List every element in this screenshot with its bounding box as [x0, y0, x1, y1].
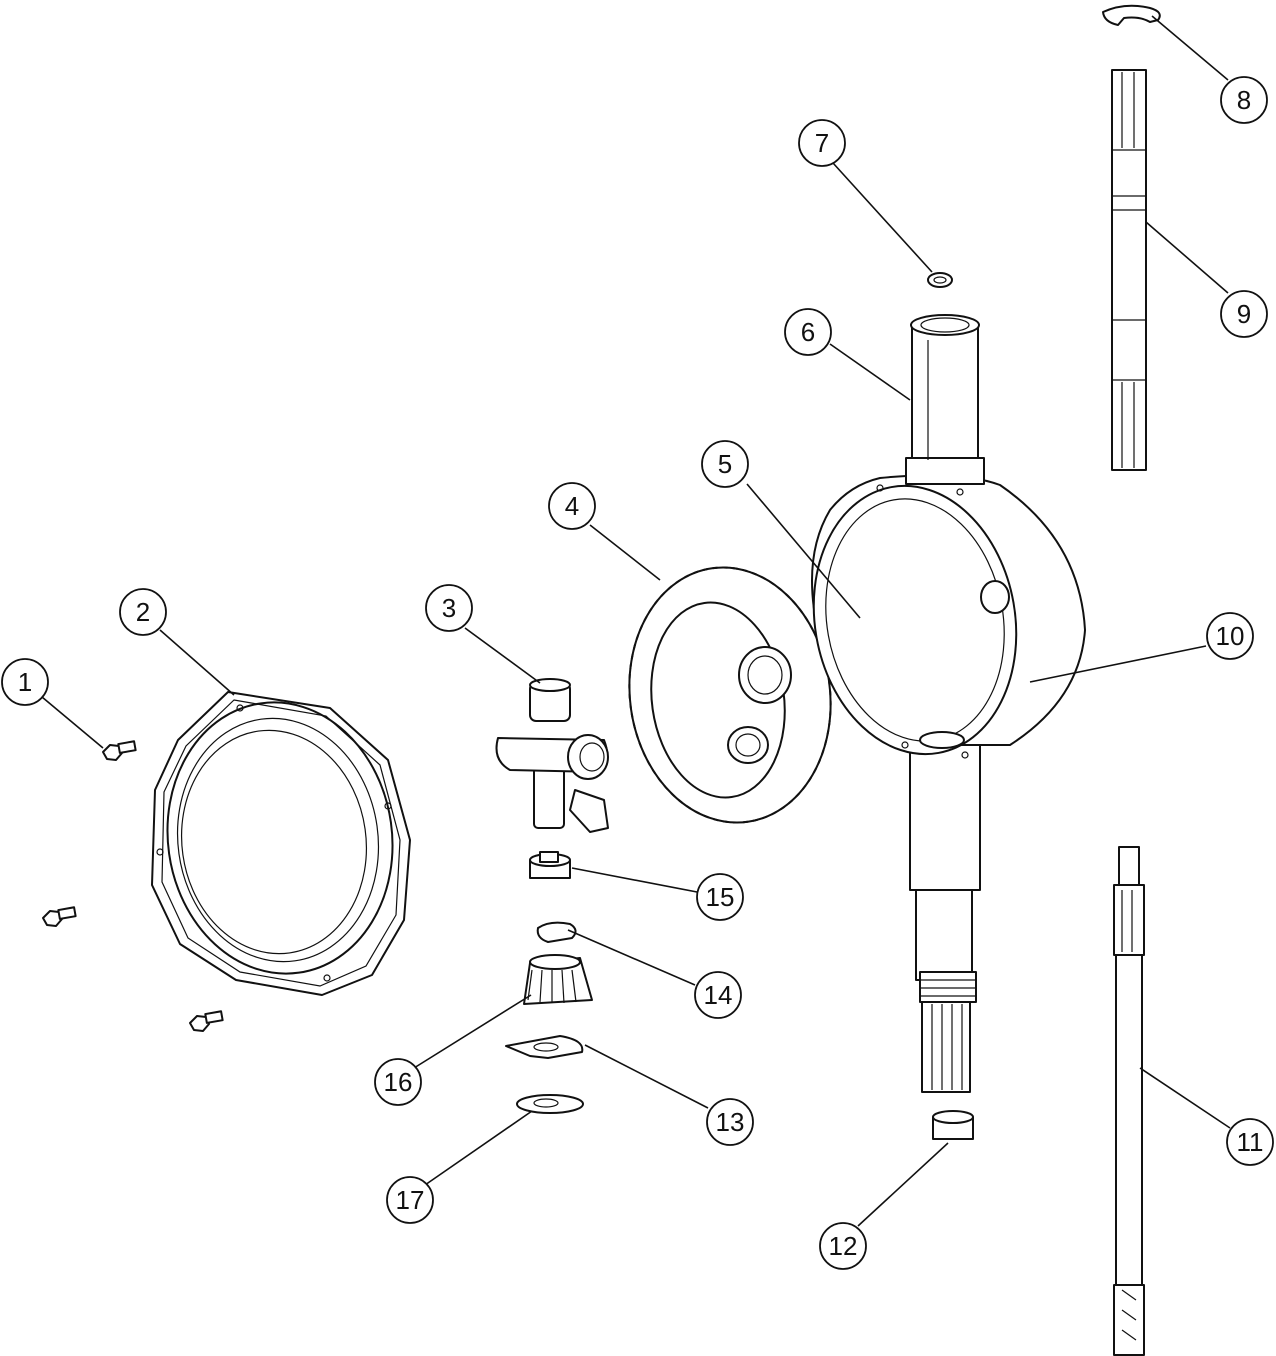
clip-part-14: [536, 921, 577, 943]
leader-lines: [41, 15, 1231, 1227]
callout-12: 12: [819, 1222, 867, 1270]
callout-label-10: 10: [1216, 621, 1245, 651]
callout-9: 9: [1220, 290, 1268, 338]
bolt-part-1: [102, 740, 137, 761]
callout-label-11: 11: [1237, 1127, 1264, 1157]
bushing-part-12: [932, 1110, 974, 1140]
callout-label-13: 13: [716, 1107, 745, 1137]
callout-14: 14: [694, 971, 742, 1019]
shaft-part-11: [1113, 846, 1145, 1356]
callout-label-15: 15: [706, 882, 735, 912]
callout-1: 1: [1, 658, 49, 706]
callout-10: 10: [1206, 612, 1254, 660]
callout-label-16: 16: [384, 1067, 413, 1097]
callout-label-4: 4: [565, 491, 579, 521]
callout-label-2: 2: [136, 597, 150, 627]
axle-housing-part-10: [811, 474, 1086, 1093]
collar-part-15: [529, 851, 571, 879]
callout-17: 17: [386, 1176, 434, 1224]
pinion-gear-part-16: [523, 954, 593, 1005]
callout-8: 8: [1220, 76, 1268, 124]
callout-label-3: 3: [442, 593, 456, 623]
spider-part-3: [495, 678, 609, 833]
callout-label-6: 6: [801, 317, 815, 347]
callout-label-12: 12: [829, 1231, 858, 1261]
cover-plate-part-2: [151, 691, 411, 996]
callout-label-17: 17: [396, 1185, 425, 1215]
shim-part-13: [505, 1035, 584, 1059]
callout-6: 6: [784, 308, 832, 356]
callout-label-7: 7: [815, 128, 829, 158]
callout-7: 7: [798, 119, 846, 167]
washer-part-17: [516, 1094, 584, 1114]
callout-4: 4: [548, 482, 596, 530]
axle-tube-part-6: [905, 314, 985, 485]
callout-13: 13: [706, 1098, 754, 1146]
callout-label-1: 1: [18, 667, 32, 697]
bolt-part-1-c: [189, 1010, 224, 1032]
washer-part-7: [927, 272, 953, 288]
callout-5: 5: [701, 440, 749, 488]
ring-gear-part-4: [628, 566, 832, 824]
callout-label-9: 9: [1237, 299, 1251, 329]
snap-ring-part-8: [1102, 4, 1161, 26]
shaft-part-9: [1111, 69, 1147, 471]
callout-label-5: 5: [718, 449, 732, 479]
callout-16: 16: [374, 1058, 422, 1106]
callout-2: 2: [119, 588, 167, 636]
bolt-part-1-b: [42, 906, 77, 927]
callout-label-8: 8: [1237, 85, 1251, 115]
callout-11: 11: [1226, 1118, 1274, 1166]
callout-label-14: 14: [704, 980, 733, 1010]
callout-15: 15: [696, 873, 744, 921]
callout-3: 3: [425, 584, 473, 632]
